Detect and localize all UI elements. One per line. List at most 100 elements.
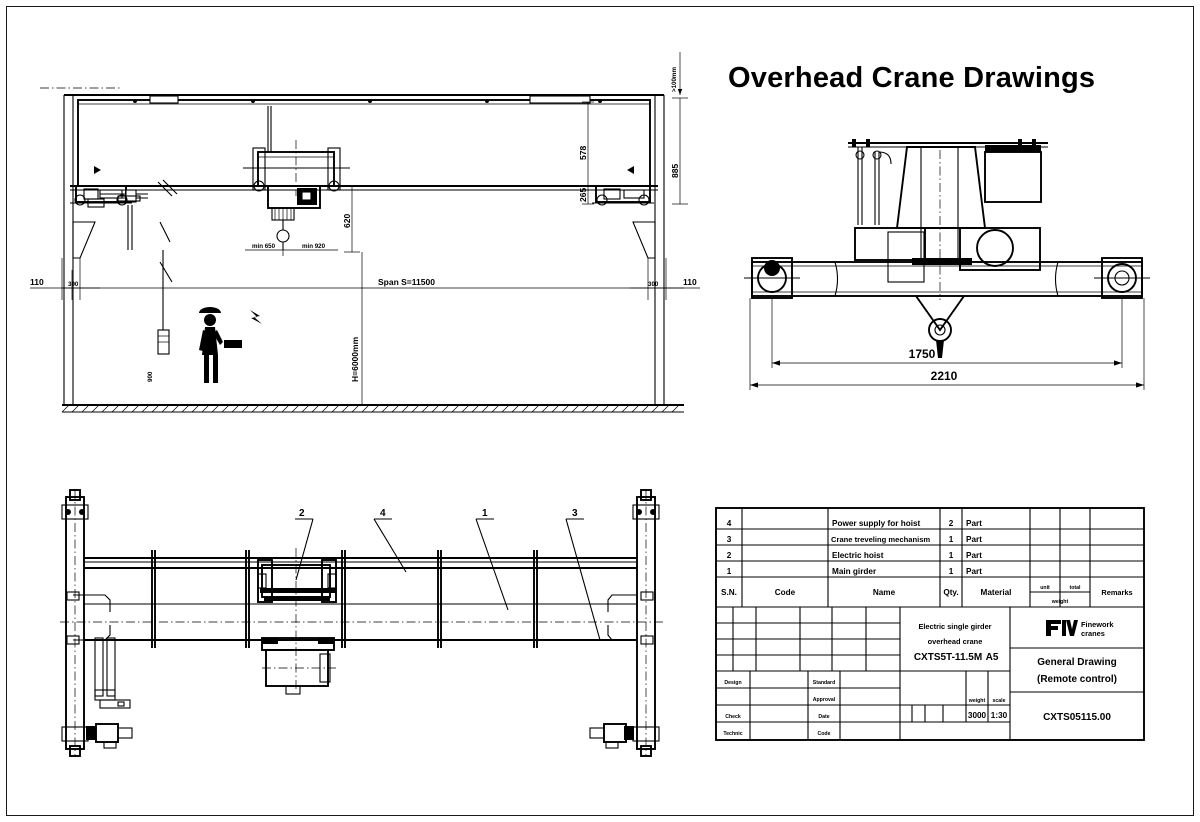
dim-rail-gauge: 1750: [771, 298, 1123, 368]
parts-table: 4 Power supply for hoist 2 Part 3 Crane …: [716, 507, 1144, 608]
cell-material: Part: [966, 551, 982, 560]
dim-lift-height-label: H=6000mm: [350, 336, 360, 382]
dim-rail-offsets: 110 300 110 300: [30, 258, 700, 300]
callout-1-label: 1: [482, 508, 488, 519]
cell-sn: 2: [727, 551, 732, 560]
sheet-border: [6, 6, 1194, 816]
dim-hook-approach-height-label: 885: [670, 164, 680, 178]
dim-min-right-label: min 920: [302, 243, 326, 250]
plan-hoist-trolley: [257, 548, 337, 695]
cell-material: Part: [966, 567, 982, 576]
plan-end-carriage-left: [61, 489, 133, 757]
end-view-hoist: [854, 146, 1041, 300]
col-sn: S.N.: [721, 588, 737, 597]
brand-line1: Finework: [1081, 620, 1114, 629]
dim-end-detail-right-label: 300: [648, 281, 659, 288]
product-model: CXTS5T-11.5M: [914, 652, 982, 663]
signoff-code: Code: [818, 731, 831, 737]
cell-sn: 4: [727, 519, 732, 528]
dim-endcarriage-height: 265: [578, 186, 594, 205]
festoon-cables: [855, 147, 892, 225]
dim-clearance-top-label: >100mm: [671, 67, 678, 92]
callout-4: 4: [373, 508, 407, 573]
brand-logo: Finework cranes: [1010, 620, 1144, 649]
pendant-control: 900: [147, 250, 170, 382]
table-row: 4 Power supply for hoist 2 Part: [727, 519, 982, 528]
title-block-lower: Design Check Technic Standard Approval D…: [716, 607, 1144, 740]
end-view: 1750 2210: [744, 139, 1150, 390]
dim-rail-offset-left-label: 110: [30, 277, 44, 287]
col-remarks: Remarks: [1101, 588, 1132, 597]
drawing-number-cell: CXTS05115.00: [1043, 712, 1111, 723]
dim-pendant-height: 900: [147, 371, 154, 382]
dim-min-left-label: min 650: [252, 243, 276, 250]
cell-qty: 2: [949, 519, 954, 528]
cell-name: Crane treveling mechanism: [831, 535, 930, 544]
weight-scale-panel: weight scale 3000 1:30: [900, 671, 1010, 723]
col-unit: unit: [1040, 585, 1050, 591]
callout-1: 1: [475, 508, 509, 611]
control-panel-box: [984, 145, 1042, 203]
col-weight: weight: [1051, 599, 1069, 605]
dim-rail-offset-right-label: 110: [683, 277, 697, 287]
plan-callouts: 2 4 1 3: [295, 508, 601, 641]
dim-girder-depth-label: 578: [578, 146, 588, 160]
product-line1: Electric single girder: [918, 622, 991, 631]
page-title: Overhead Crane Drawings: [728, 62, 1096, 94]
table-row: 1 Main girder 1 Part: [727, 567, 982, 576]
plan-main-girder: [60, 550, 665, 648]
end-view-girder: [751, 261, 1143, 297]
callout-3: 3: [565, 508, 601, 641]
product-panel: Electric single girder overhead crane CX…: [900, 607, 1011, 740]
electric-hoist-trolley: [243, 106, 350, 250]
drawing-type: General Drawing (Remote control): [1010, 657, 1144, 693]
brand-line2: cranes: [1081, 629, 1105, 638]
drawing-number: CXTS05115.00: [1043, 712, 1111, 723]
end-view-wheels: [744, 257, 1150, 299]
product-duty: A5: [986, 652, 999, 663]
cell-name: Electric hoist: [832, 551, 884, 560]
end-carriage-right: [592, 185, 654, 206]
cell-name: Main girder: [832, 567, 877, 576]
plan-view: 2 4 1 3: [60, 489, 665, 757]
operator-figure: [199, 307, 262, 383]
end-view-hook: [915, 295, 965, 358]
cell-sn: 1: [727, 567, 732, 576]
callout-2: 2: [295, 508, 314, 581]
dim-overall-width-label: 2210: [931, 369, 958, 383]
scale-label: scale: [993, 698, 1006, 704]
end-carriage-left: [70, 185, 148, 250]
drawing-type-line1: General Drawing: [1037, 657, 1116, 668]
callout-2-label: 2: [299, 508, 305, 519]
dim-overall-width: 2210: [749, 298, 1145, 390]
cell-sn: 3: [727, 535, 732, 544]
dim-span: Span S=11500: [62, 270, 684, 300]
dim-clearance-top: >100mm: [671, 52, 683, 95]
dim-hoist-height-label: 620: [342, 214, 352, 228]
weight-value: 3000: [968, 711, 987, 720]
signoff-standard: Standard: [813, 680, 835, 686]
scale-value: 1:30: [991, 711, 1008, 720]
dim-end-detail-left-label: 300: [68, 281, 79, 288]
col-code: Code: [775, 588, 796, 597]
dim-hook-approaches: min 650 min 920: [245, 242, 338, 256]
floor-hatching: [61, 404, 684, 413]
callout-3-label: 3: [572, 508, 578, 519]
product-line2: overhead crane: [928, 637, 983, 646]
col-name: Name: [873, 588, 896, 597]
table-header-row: S.N. Code Name Qty. Material unit total …: [721, 585, 1133, 605]
dim-rail-gauge-label: 1750: [909, 347, 936, 361]
dim-hook-approach-height: 885: [670, 97, 688, 205]
dim-span-label: Span S=11500: [378, 277, 435, 287]
plan-end-carriage-right: [589, 489, 660, 757]
cell-material: Part: [966, 519, 982, 528]
signoff-technic: Technic: [723, 731, 742, 737]
cell-qty: 1: [949, 551, 954, 560]
cell-material: Part: [966, 535, 982, 544]
table-row: 3 Crane treveling mechanism 1 Part: [727, 535, 982, 544]
callout-4-label: 4: [380, 508, 386, 519]
cell-name: Power supply for hoist: [832, 519, 921, 528]
weight-label: weight: [968, 698, 986, 704]
